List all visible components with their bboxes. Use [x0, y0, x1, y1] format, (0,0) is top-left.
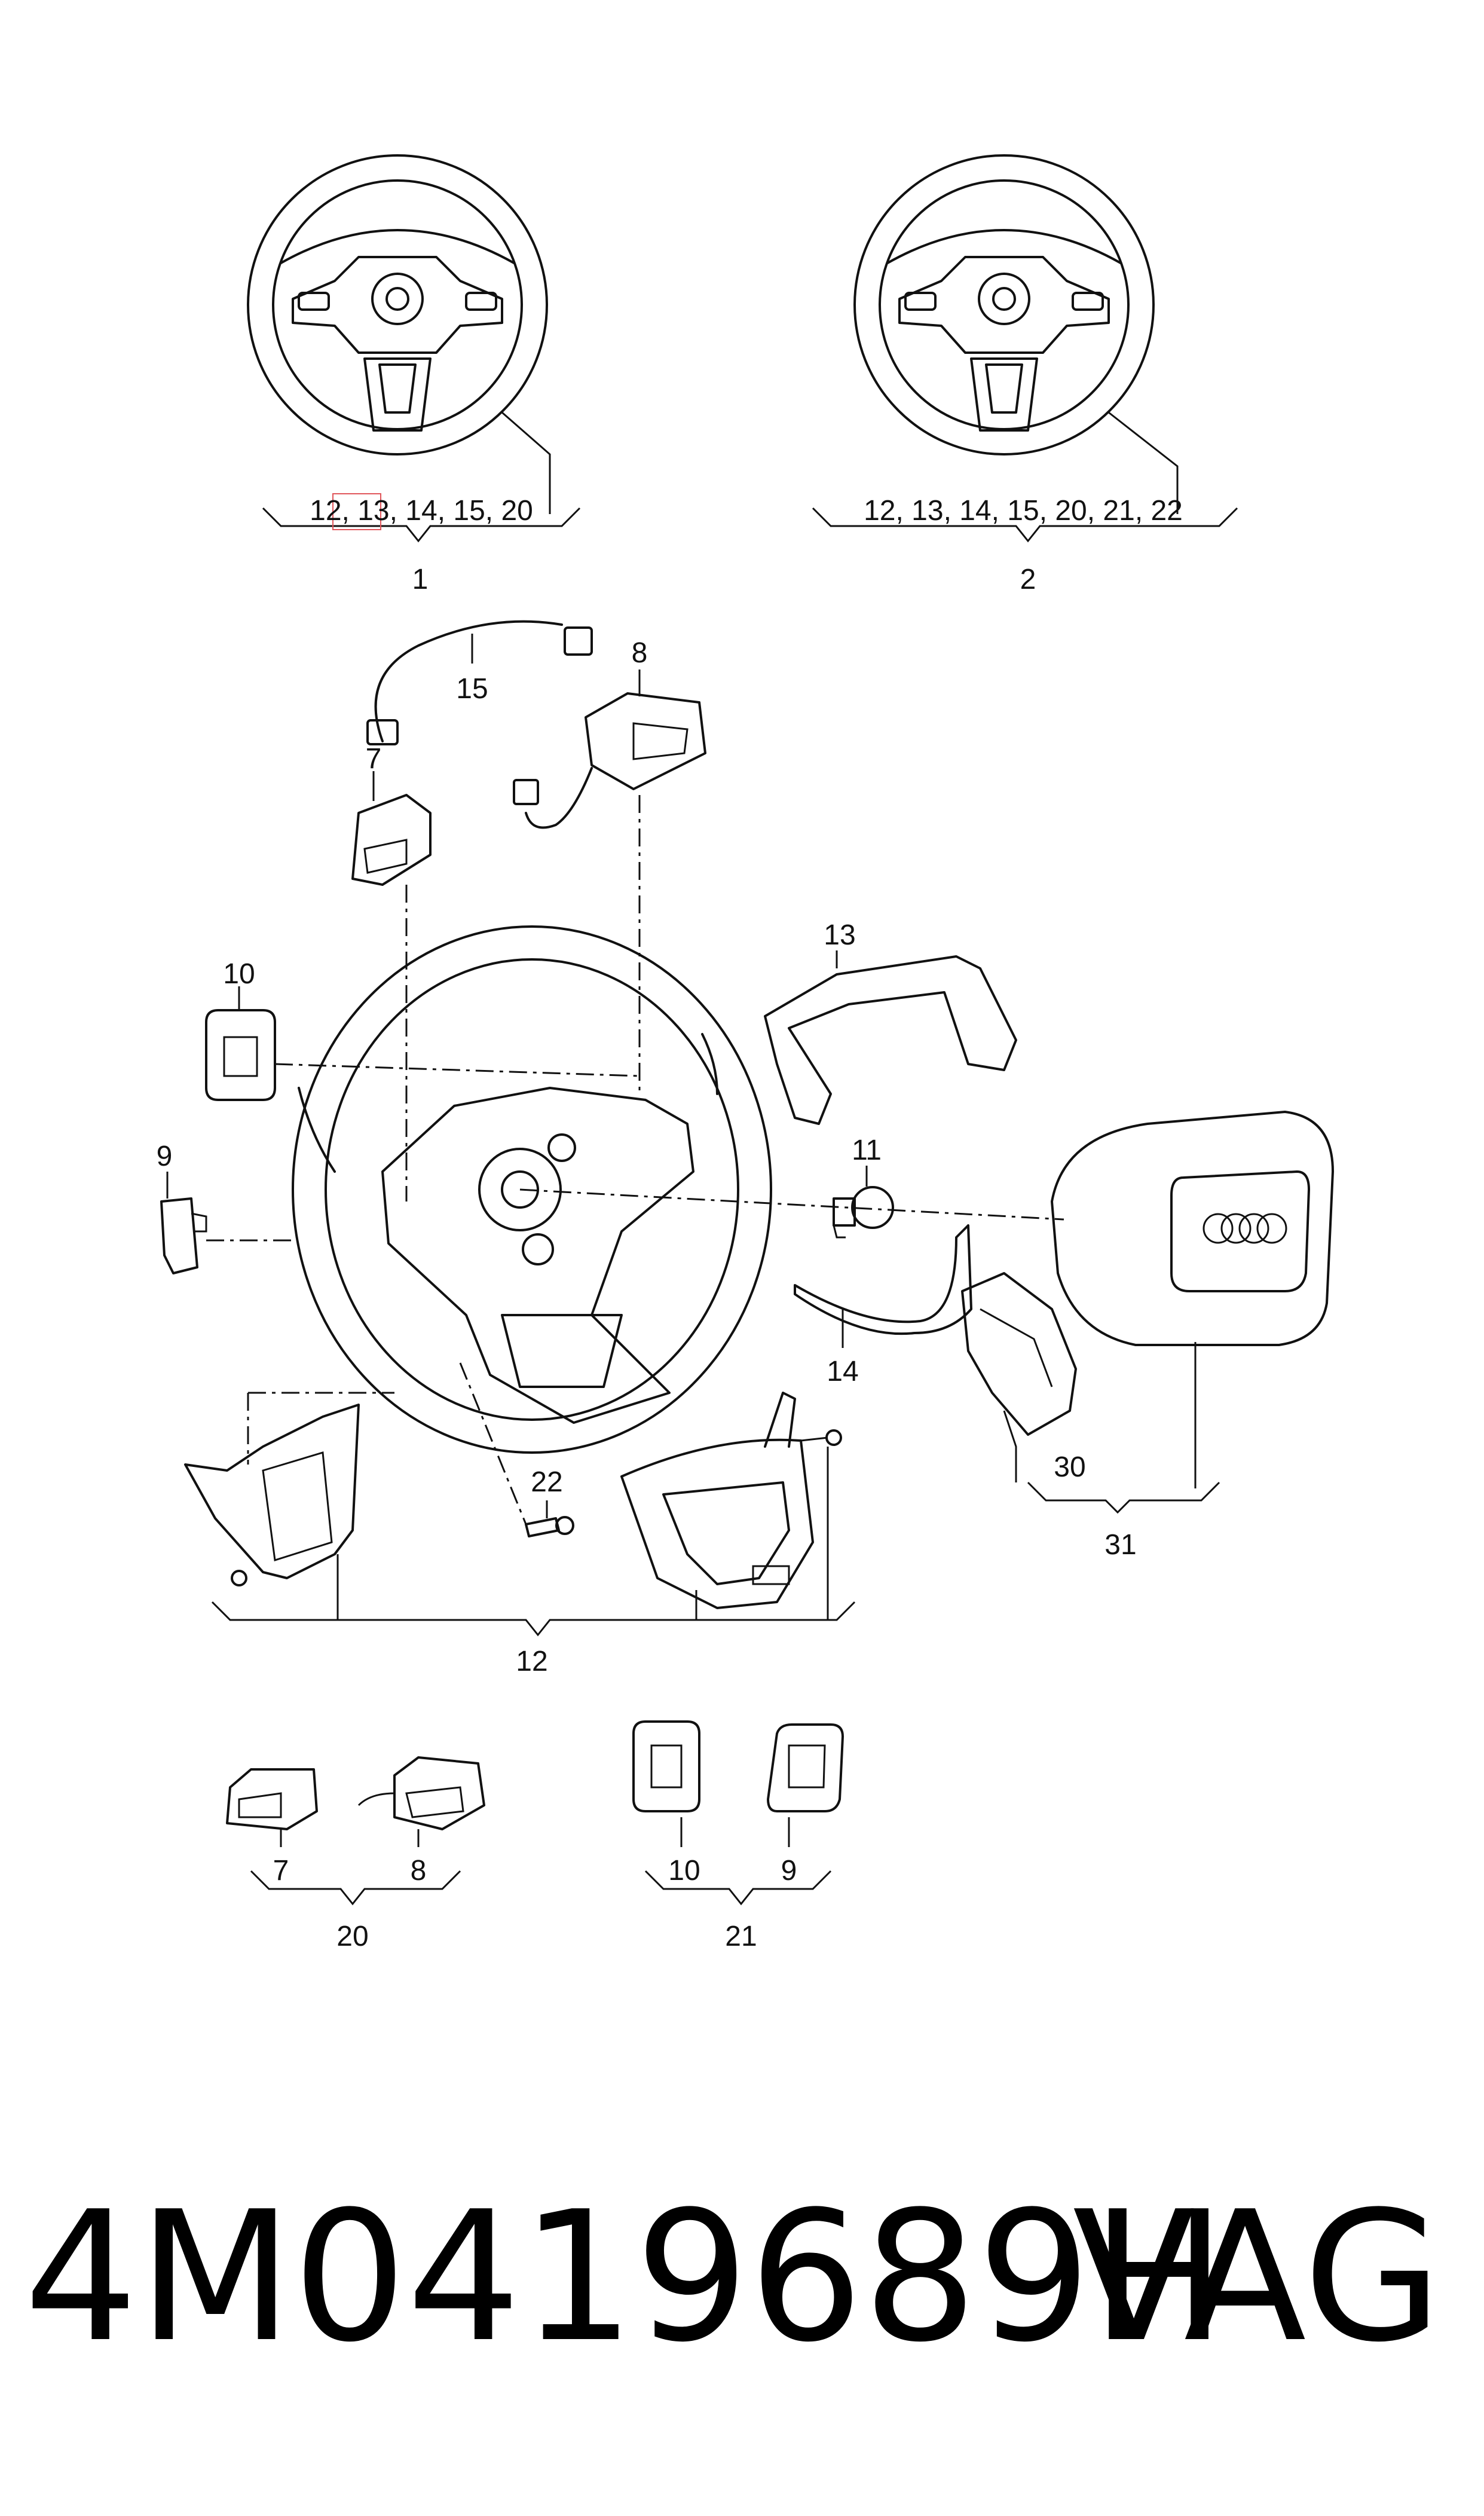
right-switch-8: 8 — [513, 637, 706, 1094]
svg-text:13: 13 — [824, 919, 855, 951]
cover-10: 10 — [205, 958, 640, 1101]
highlight-box-13 — [332, 493, 381, 530]
assembly-12-brace: 12 — [211, 1447, 856, 1677]
svg-text:10: 10 — [668, 1855, 700, 1887]
wiring-harness-15: 15 — [366, 620, 593, 745]
svg-text:30: 30 — [1054, 1451, 1085, 1483]
part-number: 4M0419689H — [24, 2173, 1226, 2382]
assembly-1-contents: 12, 13, 14, 15, 20 — [310, 495, 533, 527]
steering-wheel-assembly-2 — [853, 154, 1179, 514]
trim-14: 14 — [794, 1224, 972, 1387]
steering-wheel-assembly-1 — [247, 154, 551, 514]
assembly-31-brace: 31 — [1027, 1481, 1220, 1561]
lower-trim-center — [620, 1392, 842, 1609]
svg-text:7: 7 — [273, 1855, 289, 1887]
svg-text:22: 22 — [531, 1466, 562, 1498]
lower-trim-left — [184, 1392, 394, 1586]
svg-text:9: 9 — [157, 1141, 173, 1172]
airbag-unit — [1051, 1111, 1334, 1488]
clockspring-30: 30 — [961, 1272, 1086, 1483]
screw-22: 22 — [459, 1362, 574, 1537]
svg-text:15: 15 — [456, 673, 488, 705]
four-rings-logo — [1203, 1213, 1287, 1244]
svg-text:8: 8 — [411, 1855, 427, 1887]
svg-text:9: 9 — [781, 1855, 797, 1887]
assembly-2-contents: 12, 13, 14, 15, 20, 21, 22 — [864, 495, 1183, 527]
cover-9: 9 — [157, 1141, 293, 1274]
switch-kit-20: 7 8 20 — [226, 1756, 485, 1952]
svg-text:12: 12 — [516, 1646, 547, 1677]
svg-text:8: 8 — [632, 637, 648, 669]
left-switch-7: 7 — [351, 743, 432, 1202]
trim-13: 13 — [764, 919, 1017, 1125]
brand-label: VAG — [1072, 2173, 1442, 2382]
svg-text:31: 31 — [1104, 1529, 1136, 1561]
svg-text:10: 10 — [223, 958, 255, 990]
svg-text:11: 11 — [852, 1135, 882, 1166]
footer: 4M0419689H VAG — [0, 2182, 1484, 2373]
assembly-2-brace: 12, 13, 14, 15, 20, 21, 22 2 — [812, 495, 1238, 595]
assembly-2-label: 2 — [1020, 564, 1036, 595]
cover-kit-21: 10 9 21 — [632, 1720, 844, 1952]
svg-text:21: 21 — [725, 1921, 757, 1952]
svg-text:20: 20 — [336, 1921, 368, 1952]
assembly-1-label: 1 — [412, 564, 429, 595]
svg-text:14: 14 — [827, 1356, 858, 1387]
main-steering-wheel — [292, 925, 1064, 1454]
svg-text:7: 7 — [366, 743, 382, 775]
bolt-11: 11 — [833, 1135, 894, 1239]
assembly-1-brace: 12, 13, 14, 15, 20 1 — [262, 493, 581, 595]
